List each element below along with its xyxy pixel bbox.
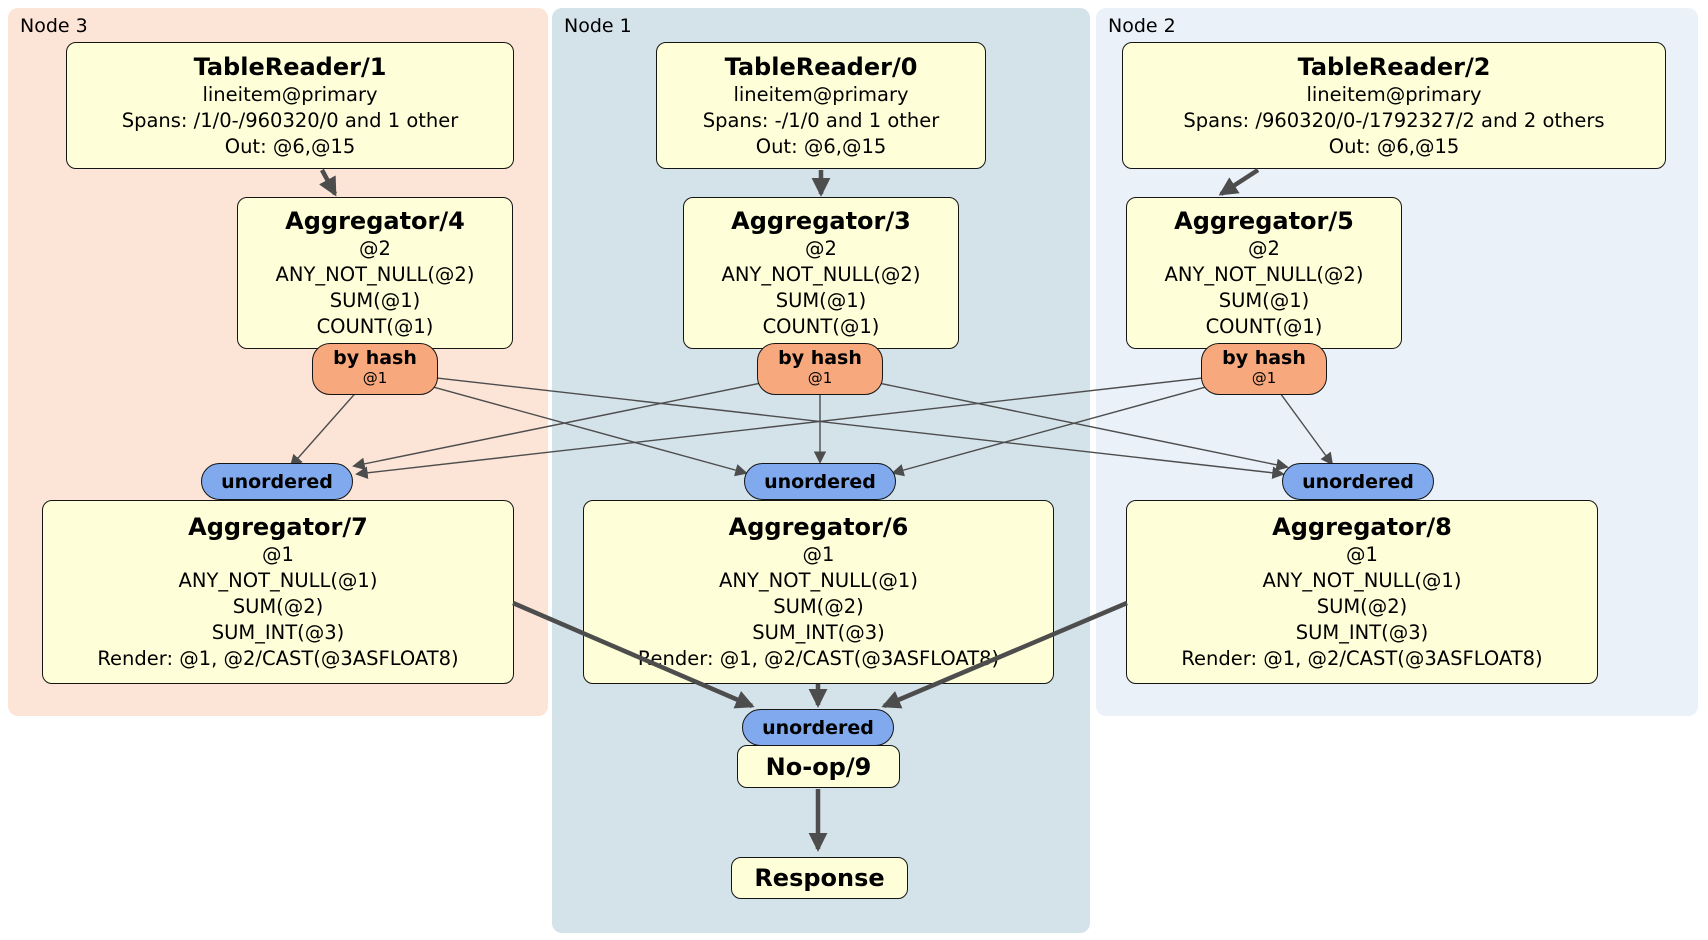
- processor-detail: SUM(@2): [1316, 595, 1408, 618]
- processor-title: Aggregator/4: [285, 207, 465, 235]
- processor-detail: Out: @6,@15: [224, 134, 356, 158]
- processor-aggregator-7: Aggregator/7 @1 ANY_NOT_NULL(@1) SUM(@2)…: [42, 500, 514, 684]
- processor-title: Aggregator/8: [1272, 513, 1452, 541]
- unordered-sync-node1: unordered: [744, 463, 896, 500]
- processor-title: TableReader/2: [1297, 52, 1491, 81]
- unordered-sync-node3: unordered: [201, 463, 353, 500]
- processor-detail: @2: [359, 237, 391, 260]
- router-key: @1: [807, 369, 833, 387]
- processor-detail: @1: [1346, 543, 1378, 566]
- processor-detail: lineitem@primary: [733, 82, 909, 106]
- processor-aggregator-5: Aggregator/5 @2 ANY_NOT_NULL(@2) SUM(@1)…: [1126, 197, 1402, 349]
- processor-detail: SUM(@1): [775, 289, 867, 312]
- processor-detail: lineitem@primary: [202, 82, 378, 106]
- router-key: @1: [1251, 369, 1277, 387]
- sync-label: unordered: [221, 470, 333, 493]
- processor-tablereader-0: TableReader/0 lineitem@primary Spans: -/…: [656, 42, 986, 169]
- sync-label: unordered: [1302, 470, 1414, 493]
- processor-title: Aggregator/6: [728, 513, 909, 541]
- processor-detail: @1: [262, 543, 294, 566]
- processor-tablereader-1: TableReader/1 lineitem@primary Spans: /1…: [66, 42, 514, 169]
- processor-detail: SUM_INT(@3): [211, 621, 345, 644]
- processor-detail: Spans: -/1/0 and 1 other: [702, 108, 940, 132]
- processor-detail: Render: @1, @2/CAST(@3ASFLOAT8): [1181, 647, 1543, 670]
- processor-detail: ANY_NOT_NULL(@1): [178, 569, 378, 592]
- processor-detail: Out: @6,@15: [755, 134, 887, 158]
- processor-detail: @2: [1248, 237, 1280, 260]
- by-hash-router-node3: by hash @1: [312, 343, 438, 395]
- processor-detail: SUM(@1): [1218, 289, 1310, 312]
- sync-label: unordered: [764, 470, 876, 493]
- unordered-sync-noop: unordered: [742, 709, 894, 746]
- processor-detail: Render: @1, @2/CAST(@3ASFLOAT8): [637, 647, 1000, 670]
- processor-detail: SUM(@2): [773, 595, 864, 618]
- region-node2-label: Node 2: [1108, 15, 1176, 37]
- processor-detail: COUNT(@1): [1205, 315, 1323, 338]
- processor-noop-9: No-op/9: [737, 745, 900, 788]
- processor-detail: SUM(@1): [329, 289, 421, 312]
- sync-label: unordered: [762, 716, 874, 739]
- processor-detail: @2: [805, 237, 837, 260]
- response-box: Response: [731, 857, 908, 899]
- processor-detail: SUM_INT(@3): [752, 621, 885, 644]
- processor-detail: COUNT(@1): [316, 315, 434, 338]
- processor-title: Aggregator/5: [1174, 207, 1354, 235]
- processor-detail: Out: @6,@15: [1328, 134, 1460, 158]
- unordered-sync-node2: unordered: [1282, 463, 1434, 500]
- processor-detail: COUNT(@1): [762, 315, 880, 338]
- processor-aggregator-4: Aggregator/4 @2 ANY_NOT_NULL(@2) SUM(@1)…: [237, 197, 513, 349]
- processor-detail: SUM_INT(@3): [1295, 621, 1429, 644]
- processor-detail: ANY_NOT_NULL(@2): [721, 263, 921, 286]
- processor-detail: Spans: /960320/0-/1792327/2 and 2 others: [1183, 108, 1605, 132]
- processor-detail: lineitem@primary: [1306, 82, 1482, 106]
- processor-title: Aggregator/7: [188, 513, 368, 541]
- processor-title: TableReader/1: [193, 52, 387, 81]
- processor-aggregator-3: Aggregator/3 @2 ANY_NOT_NULL(@2) SUM(@1)…: [683, 197, 959, 349]
- processor-detail: ANY_NOT_NULL(@1): [719, 569, 918, 592]
- by-hash-router-node2: by hash @1: [1201, 343, 1327, 395]
- processor-tablereader-2: TableReader/2 lineitem@primary Spans: /9…: [1122, 42, 1666, 169]
- processor-detail: Spans: /1/0-/960320/0 and 1 other: [121, 108, 459, 132]
- processor-detail: ANY_NOT_NULL(@2): [1164, 263, 1364, 286]
- processor-title: TableReader/0: [724, 52, 918, 81]
- by-hash-router-node1: by hash @1: [757, 343, 883, 395]
- processor-title: No-op/9: [765, 752, 872, 781]
- router-label: by hash: [1222, 347, 1306, 369]
- processor-detail: ANY_NOT_NULL(@1): [1262, 569, 1462, 592]
- router-label: by hash: [333, 347, 417, 369]
- processor-aggregator-8: Aggregator/8 @1 ANY_NOT_NULL(@1) SUM(@2)…: [1126, 500, 1598, 684]
- processor-aggregator-6: Aggregator/6 @1 ANY_NOT_NULL(@1) SUM(@2)…: [583, 500, 1054, 684]
- router-label: by hash: [778, 347, 862, 369]
- processor-detail: SUM(@2): [232, 595, 324, 618]
- processor-detail: Render: @1, @2/CAST(@3ASFLOAT8): [97, 647, 459, 670]
- region-node1-label: Node 1: [564, 15, 632, 37]
- region-node3-label: Node 3: [20, 15, 88, 37]
- processor-detail: ANY_NOT_NULL(@2): [275, 263, 475, 286]
- processor-title: Aggregator/3: [731, 207, 911, 235]
- processor-title: Response: [754, 864, 885, 892]
- router-key: @1: [362, 369, 388, 387]
- processor-detail: @1: [802, 543, 835, 566]
